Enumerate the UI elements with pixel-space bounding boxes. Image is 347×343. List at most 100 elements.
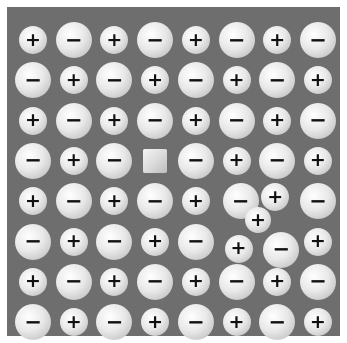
minus-sign: − — [268, 70, 286, 91]
plus-sign: + — [25, 192, 41, 211]
plus-sign: + — [229, 151, 245, 170]
cation-ion: + — [100, 26, 128, 54]
minus-sign: − — [187, 70, 205, 91]
minus-sign: − — [272, 239, 290, 260]
minus-sign: − — [146, 271, 164, 292]
minus-sign: − — [146, 110, 164, 131]
cation-ion: + — [263, 107, 291, 135]
cation-ion: + — [60, 228, 88, 256]
plus-sign: + — [66, 313, 82, 332]
plus-sign: + — [188, 31, 204, 50]
anion-ion: − — [56, 103, 92, 139]
cation-ion: + — [223, 147, 251, 175]
anion-ion: − — [137, 264, 173, 300]
plus-sign: + — [229, 71, 245, 90]
plus-sign: + — [66, 232, 82, 251]
interstitial-cation: + — [245, 207, 271, 233]
anion-ion: − — [56, 264, 92, 300]
minus-sign: − — [187, 312, 205, 333]
minus-sign: − — [65, 191, 83, 212]
minus-sign: − — [187, 150, 205, 171]
cation-ion: + — [225, 235, 253, 263]
cation-ion: + — [100, 107, 128, 135]
cation-ion: + — [141, 66, 169, 94]
minus-sign: − — [106, 231, 124, 252]
plus-sign: + — [188, 192, 204, 211]
plus-sign: + — [269, 111, 285, 130]
minus-sign: − — [228, 271, 246, 292]
minus-sign: − — [228, 30, 246, 51]
minus-sign: − — [232, 191, 250, 212]
cation-ion: + — [304, 308, 332, 336]
plus-sign: + — [269, 31, 285, 50]
anion-ion: − — [259, 143, 295, 179]
anion-ion: − — [96, 62, 132, 98]
anion-ion: − — [178, 304, 214, 340]
anion-ion: − — [15, 62, 51, 98]
cation-ion: + — [261, 183, 289, 211]
minus-sign: − — [24, 150, 42, 171]
plus-sign: + — [267, 188, 283, 207]
cation-ion: + — [19, 26, 47, 54]
minus-sign: − — [228, 110, 246, 131]
minus-sign: − — [268, 150, 286, 171]
anion-ion: − — [96, 224, 132, 260]
cation-ion: + — [141, 308, 169, 336]
anion-ion: − — [259, 304, 295, 340]
minus-sign: − — [106, 150, 124, 171]
anion-ion: − — [137, 22, 173, 58]
plus-sign: + — [147, 71, 163, 90]
anion-ion: − — [259, 62, 295, 98]
cation-ion: + — [223, 308, 251, 336]
anion-ion: − — [56, 183, 92, 219]
cation-ion: + — [182, 107, 210, 135]
anion-ion: − — [15, 224, 51, 260]
anion-ion: − — [96, 304, 132, 340]
minus-sign: − — [24, 231, 42, 252]
cation-ion: + — [223, 66, 251, 94]
anion-ion: − — [96, 143, 132, 179]
cation-ion: + — [263, 268, 291, 296]
ionic-crystal-lattice: +−+−+−+−−+−+−+−++−+−+−+−−+−−+−++−+−+−+−−… — [7, 7, 340, 336]
anion-ion: − — [219, 103, 255, 139]
minus-sign: − — [106, 312, 124, 333]
cation-ion: + — [182, 268, 210, 296]
minus-sign: − — [309, 110, 327, 131]
cation-ion: + — [19, 107, 47, 135]
cation-ion: + — [182, 26, 210, 54]
plus-sign: + — [106, 111, 122, 130]
cation-ion: + — [304, 147, 332, 175]
cation-ion: + — [60, 147, 88, 175]
cation-ion: + — [60, 66, 88, 94]
anion-ion: − — [178, 224, 214, 260]
anion-ion: − — [300, 183, 336, 219]
plus-sign: + — [25, 111, 41, 130]
minus-sign: − — [146, 30, 164, 51]
cation-ion: + — [19, 187, 47, 215]
anion-ion: − — [300, 264, 336, 300]
anion-ion: − — [178, 143, 214, 179]
cation-ion: + — [60, 308, 88, 336]
plus-sign: + — [229, 313, 245, 332]
plus-sign: + — [106, 31, 122, 50]
anion-ion: − — [56, 22, 92, 58]
minus-sign: − — [24, 312, 42, 333]
cation-ion: + — [304, 66, 332, 94]
minus-sign: − — [309, 30, 327, 51]
plus-sign: + — [25, 272, 41, 291]
anion-ion: − — [15, 143, 51, 179]
minus-sign: − — [268, 312, 286, 333]
plus-sign: + — [310, 71, 326, 90]
lattice-vacancy — [143, 149, 167, 173]
plus-sign: + — [147, 232, 163, 251]
anion-ion: − — [219, 22, 255, 58]
anion-ion: − — [263, 232, 299, 268]
minus-sign: − — [309, 191, 327, 212]
plus-sign: + — [25, 31, 41, 50]
minus-sign: − — [65, 30, 83, 51]
minus-sign: − — [65, 110, 83, 131]
cation-ion: + — [100, 268, 128, 296]
cation-ion: + — [141, 228, 169, 256]
plus-sign: + — [310, 313, 326, 332]
plus-sign: + — [66, 151, 82, 170]
